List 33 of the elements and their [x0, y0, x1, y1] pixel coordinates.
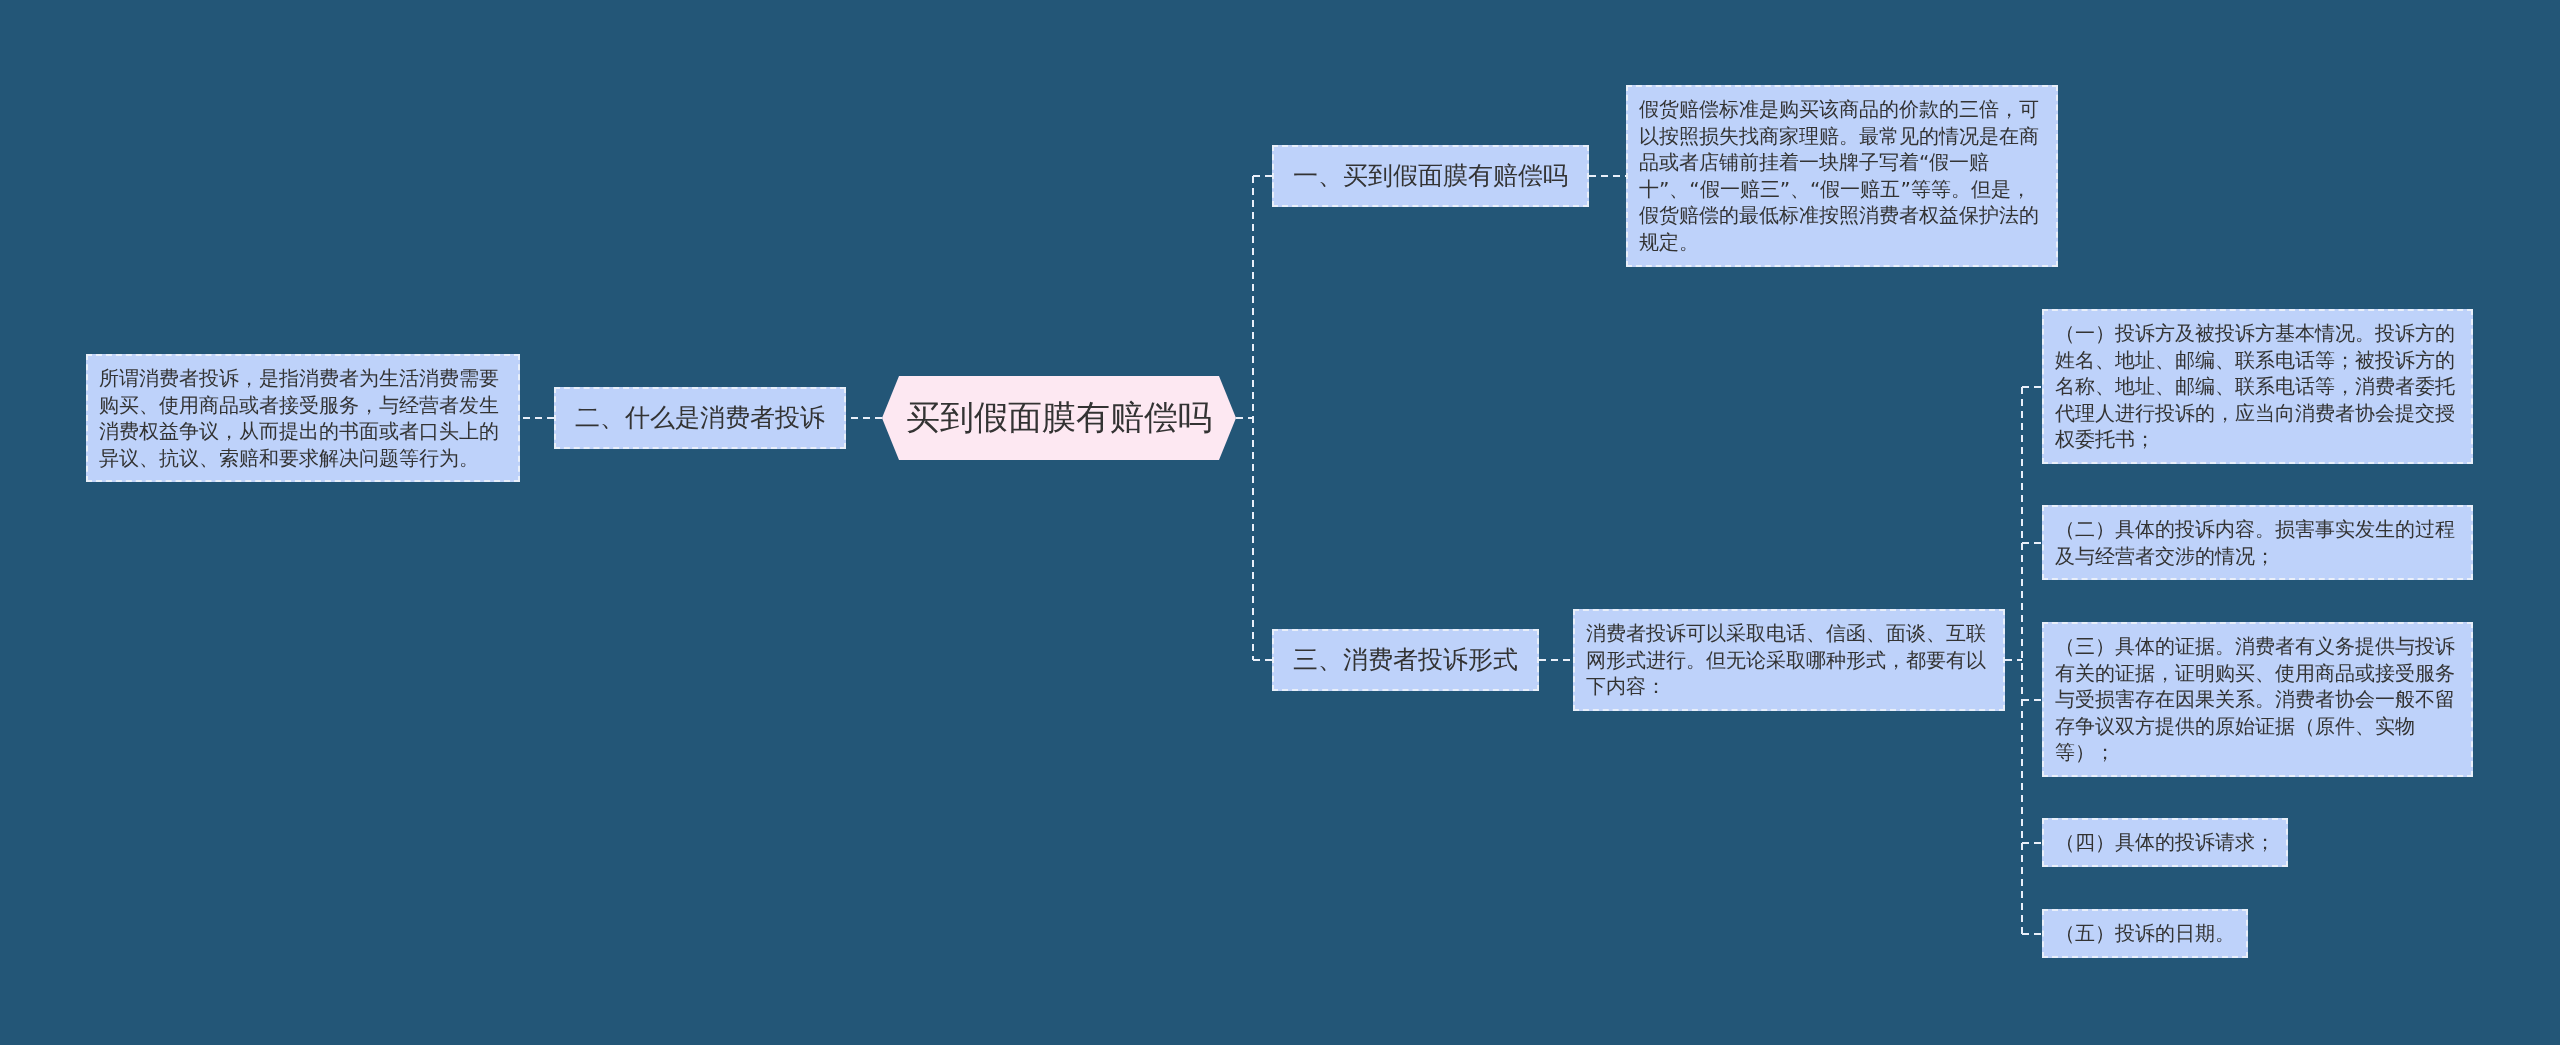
- note-text: 假货赔偿标准是购买该商品的价款的三倍，可以按照损失找商家理赔。最常见的情况是在商品或者店铺前挂着一块牌子写着“假一赔十”、“假一赔三”、“假一赔五”等等。但是，假货赔偿的最低标准按照消费者权益保护法的规定。: [1639, 96, 2040, 256]
- note-text: 消费者投诉可以采取电话、信函、面谈、互联网形式进行。但无论采取哪种形式，都要有以下内容：: [1586, 620, 1987, 700]
- connector-line: [2004, 386, 2023, 935]
- connector-line: [2021, 842, 2043, 844]
- note-text: （五）投诉的日期。: [2055, 920, 2235, 947]
- note-text: （三）具体的证据。消费者有义务提供与投诉有关的证据，证明购买、使用商品或接受服务与受损害存在因果关系。消费者协会一般不留存争议双方提供的原始证据（原件、实物等）；: [2055, 633, 2456, 766]
- note-text: 所谓消费者投诉，是指消费者为生活消费需要购买、使用商品或者接受服务，与经营者发生消费权益争议，从而提出的书面或者口头上的异议、抗议、索赔和要求解决问题等行为。: [99, 365, 500, 472]
- note-card: [2042, 505, 2473, 581]
- topic-card: [554, 387, 846, 449]
- topic-text: 一、买到假面膜有赔偿吗: [1293, 161, 1568, 190]
- connector-line: [2021, 933, 2043, 935]
- connector-line: [1235, 175, 1254, 661]
- note-card: [2042, 309, 2473, 464]
- note-text: （二）具体的投诉内容。损害事实发生的过程及与经营者交涉的情况；: [2055, 516, 2456, 570]
- note-card: [1573, 609, 2005, 711]
- note-card: [2042, 622, 2473, 777]
- note-text: （一）投诉方及被投诉方基本情况。投诉方的姓名、地址、邮编、联系电话等；被投诉方的名称、地址、邮编、联系电话等，消费者委托代理人进行投诉的，应当向消费者协会提交授权委托书；: [2055, 320, 2456, 453]
- connector-line: [1252, 175, 1273, 177]
- connector-line: [1252, 659, 1273, 661]
- topic-text: 三、消费者投诉形式: [1293, 645, 1518, 674]
- topic-card: [1272, 145, 1589, 207]
- topic-card: [1272, 629, 1539, 691]
- note-card: [1626, 85, 2058, 267]
- central-topic-hexagon: [882, 376, 1236, 460]
- connector-line: [2021, 542, 2043, 544]
- note-card: [86, 354, 520, 483]
- connector-line: [2021, 386, 2043, 388]
- topic-text: 二、什么是消费者投诉: [575, 403, 825, 432]
- connector-line: [2021, 699, 2043, 701]
- note-text: （四）具体的投诉请求；: [2055, 829, 2275, 856]
- topic-title: 买到假面膜有赔偿吗: [906, 396, 1212, 439]
- note-card: [2042, 818, 2288, 867]
- note-card: [2042, 909, 2248, 958]
